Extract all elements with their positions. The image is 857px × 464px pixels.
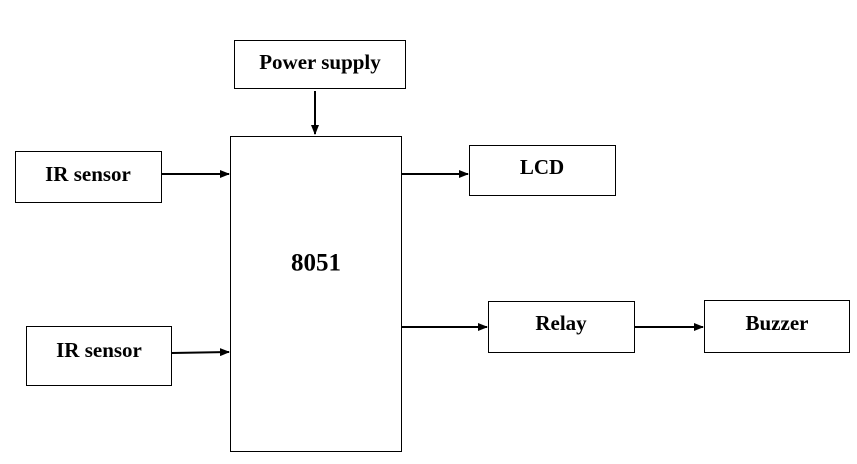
- relay-label: Relay: [535, 311, 587, 335]
- ir-sensor-label-1: IR sensor: [45, 162, 131, 186]
- ir-sensor-block-1: IR sensor: [15, 151, 162, 203]
- ir-sensor-block-2: IR sensor: [26, 326, 172, 386]
- power-supply-block: Power supply: [234, 40, 406, 89]
- buzzer-label: Buzzer: [746, 311, 809, 335]
- lcd-label: LCD: [520, 155, 564, 179]
- lcd-block: LCD: [469, 145, 616, 196]
- arrow-ir2-to-mcu: [171, 348, 230, 357]
- relay-block: Relay: [488, 301, 635, 353]
- ir-sensor-label-2: IR sensor: [56, 338, 142, 362]
- mcu-8051-block: 8051: [230, 136, 402, 452]
- buzzer-block: Buzzer: [704, 300, 850, 353]
- mcu-8051-label: 8051: [291, 250, 341, 277]
- power-supply-label: Power supply: [259, 50, 381, 74]
